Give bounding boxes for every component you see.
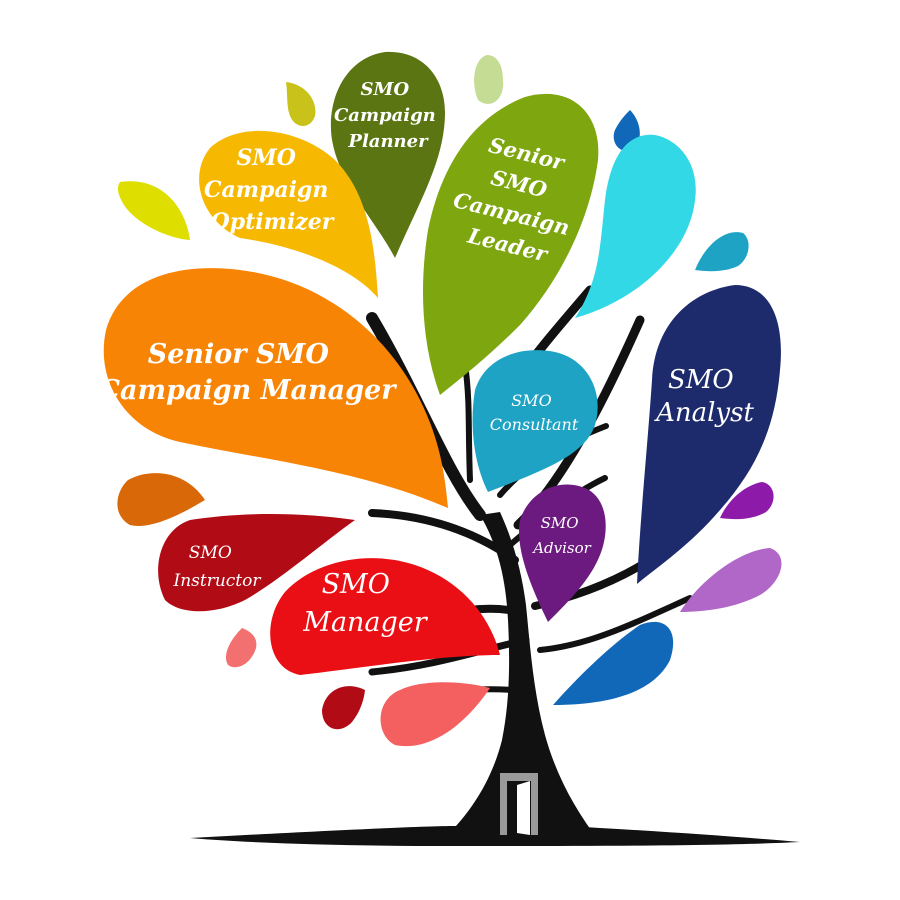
leaf-instructor-shape [158, 514, 355, 612]
drop-pink-large [380, 682, 490, 747]
leaf-campaign-optimizer-line-1: SMO [236, 145, 295, 171]
tree-trunk [440, 512, 600, 842]
svg-text:SMO Advisor: SMO Advisor [531, 514, 591, 557]
leaf-senior-campaign-manager-shape [103, 268, 449, 508]
svg-text:SMO Analyst: SMO Analyst [654, 365, 754, 428]
leaf-analyst-line-1: SMO [668, 365, 734, 395]
leaf-campaign-optimizer-line-2: Campaign [204, 177, 328, 203]
leaf-advisor: SMO Advisor [519, 484, 606, 622]
leaf-consultant-shape [472, 350, 598, 492]
svg-text:SMO Consultant: SMO Consultant [490, 391, 579, 434]
leaf-instructor-line-2: Instructor [172, 571, 261, 591]
leaf-senior-campaign-manager: Senior SMO Campaign Manager [99, 268, 449, 508]
decorative-drops [117, 55, 782, 747]
leaf-analyst-line-2: Analyst [654, 398, 754, 428]
drop-light-green [474, 55, 504, 104]
drop-orange [117, 473, 205, 526]
drop-yellow [117, 181, 190, 240]
leaf-advisor-line-1: SMO [541, 514, 579, 532]
leaf-campaign-planner-line-1: SMO [361, 79, 410, 100]
svg-text:SMO Instructor: SMO Instructor [172, 543, 261, 591]
drop-pink-small [225, 628, 257, 668]
svg-text:SMO Manager: SMO Manager [302, 569, 428, 638]
leaf-campaign-optimizer: SMO Campaign Optimizer [199, 130, 378, 298]
leaf-campaign-planner-shape [330, 51, 445, 258]
leaf-consultant: SMO Consultant [472, 350, 598, 492]
leaf-campaign-optimizer-shape [199, 130, 378, 298]
svg-text:SMO Campaign Plann: SMO Campaign Planner [334, 79, 442, 152]
drop-purple-small [720, 482, 774, 520]
leaf-manager: SMO Manager [270, 558, 500, 675]
drop-cyan-large [575, 134, 696, 318]
leaf-analyst-shape [637, 285, 781, 584]
drop-olive [286, 82, 316, 126]
svg-text:SMO Campaign Optim: SMO Campaign Optimizer [204, 145, 336, 235]
leaf-campaign-planner-line-2: Campaign [334, 105, 436, 126]
leaf-consultant-line-2: Consultant [490, 415, 579, 434]
leaf-advisor-shape [519, 484, 606, 622]
leaf-consultant-line-1: SMO [511, 391, 551, 410]
leaf-manager-line-2: Manager [302, 607, 428, 638]
leaf-campaign-planner-line-3: Planner [347, 131, 429, 152]
leaf-analyst: SMO Analyst [637, 285, 781, 584]
leaf-manager-shape [270, 558, 500, 675]
svg-text:Senior SMO Campaign Mana: Senior SMO Campaign Manager [99, 339, 398, 406]
leaf-campaign-planner: SMO Campaign Planner [330, 51, 445, 258]
leaf-instructor-line-1: SMO [189, 543, 232, 563]
leaf-campaign-optimizer-line-3: Optimizer [211, 209, 335, 235]
leaf-advisor-line-2: Advisor [531, 539, 591, 557]
drop-blue-large [553, 621, 674, 705]
leaf-senior-campaign-manager-line-2: Campaign Manager [99, 375, 398, 406]
leaf-manager-line-1: SMO [322, 569, 390, 600]
leaf-instructor: SMO Instructor [158, 514, 355, 612]
drop-red-small [322, 686, 365, 730]
drop-lavender [680, 548, 782, 612]
drop-cyan-small [695, 232, 749, 272]
leaf-senior-campaign-leader: Senior SMO Campaign Leader [423, 93, 599, 395]
leaf-senior-campaign-manager-line-1: Senior SMO [148, 339, 330, 370]
door-icon [500, 773, 538, 835]
leaf-senior-campaign-leader-shape [423, 93, 599, 395]
